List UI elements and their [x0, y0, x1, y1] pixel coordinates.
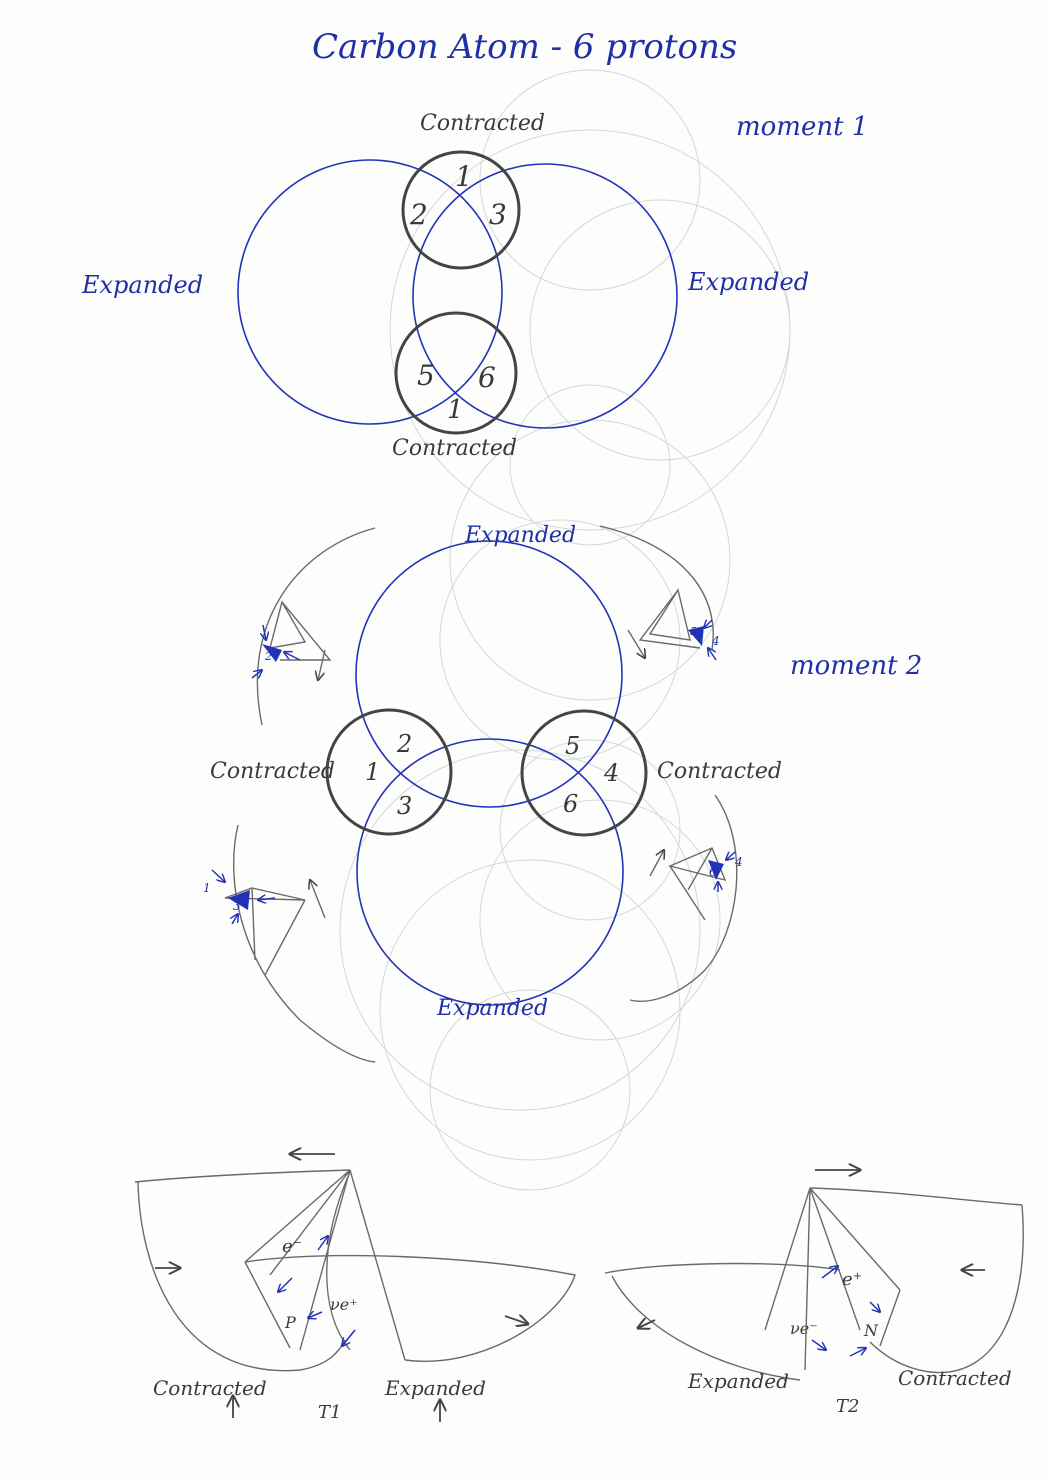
cone-label-3: 3 [233, 899, 241, 913]
cone-label-5: 5 [690, 625, 697, 638]
cone-upper-left [252, 602, 330, 680]
m2-right-num-6: 6 [563, 790, 578, 818]
t1-particle-p: P [284, 1313, 296, 1332]
t2-expanded-label: Expanded [687, 1369, 789, 1393]
cone-label-2: 2 [264, 650, 272, 663]
t2-rim [810, 1188, 1022, 1205]
t1-contracted-label: Contracted [153, 1376, 267, 1400]
m1-bottom-num-1: 1 [447, 395, 464, 425]
cone-upper-right [628, 590, 716, 660]
cone-lower-left [212, 870, 325, 975]
m2-left-num-3: 3 [397, 792, 412, 820]
t1-expanded-label: Expanded [384, 1376, 486, 1400]
m1-bottom-num-6: 6 [478, 361, 496, 394]
moment1-diagram [238, 152, 677, 433]
t2-diagram [605, 1170, 1023, 1380]
cone-side-label-4: 4 [734, 855, 743, 869]
t2-cone [765, 1188, 900, 1370]
moment2-label: moment 2 [790, 651, 922, 681]
m2-right-num-5: 5 [565, 732, 580, 760]
t2-particle-n: N [863, 1321, 879, 1340]
faint-construction-circles [340, 70, 790, 1190]
cone-label-4: 4 [711, 634, 720, 648]
t1-particle-ve-plus: νe⁺ [330, 1295, 358, 1314]
moment2-diagram [212, 526, 737, 1062]
m1-top-num-2: 2 [409, 198, 428, 231]
moment1-right-expanded-circle [413, 164, 677, 428]
m1-top-num-1: 1 [455, 160, 473, 193]
moment1-top-contracted-label: Contracted [420, 111, 545, 136]
moment2-top-expanded-circle [356, 541, 622, 807]
t1-expanded-bowl [245, 1256, 575, 1362]
m2-left-num-2: 2 [396, 730, 412, 758]
moment2-bottom-expanded-label: Expanded [436, 996, 548, 1021]
moment2-right-contracted-circle [522, 711, 646, 835]
t1-cone [245, 1170, 405, 1360]
page-title: Carbon Atom - 6 protons [312, 27, 737, 67]
moment1-left-expanded-circle [238, 160, 502, 424]
t1-particle-e-minus: e⁻ [282, 1236, 302, 1257]
m2-right-num-4: 4 [603, 759, 619, 787]
arc-lower-right [630, 795, 737, 1001]
m1-bottom-num-5: 5 [417, 359, 435, 392]
t1-rim [135, 1170, 350, 1182]
cone-lower-right [650, 848, 735, 920]
t2-contracted-label: Contracted [898, 1366, 1012, 1390]
t2-contracted-bowl [870, 1205, 1023, 1373]
t2-label: T2 [836, 1396, 859, 1417]
t2-particle-e-plus: e⁺ [842, 1269, 862, 1290]
moment2-top-expanded-label: Expanded [464, 523, 576, 548]
cone-side-label-1: 1 [203, 881, 211, 895]
m2-left-num-1: 1 [365, 758, 380, 786]
m1-top-num-3: 3 [489, 198, 507, 231]
moment1-left-expanded-label: Expanded [81, 271, 203, 299]
moment1-label: moment 1 [736, 112, 868, 142]
moment2-left-contracted-circle [327, 710, 451, 834]
t1-contracted-bowl [138, 1182, 345, 1371]
cone-label-6: 6 [709, 865, 717, 879]
moment2-left-contracted-label: Contracted [210, 759, 335, 784]
moment1-right-expanded-label: Expanded [687, 268, 809, 296]
t1-label: T1 [318, 1402, 341, 1423]
moment1-bottom-contracted-label: Contracted [392, 436, 517, 461]
moment2-right-contracted-label: Contracted [657, 759, 782, 784]
t2-particle-ve-minus: νe⁻ [790, 1319, 818, 1338]
